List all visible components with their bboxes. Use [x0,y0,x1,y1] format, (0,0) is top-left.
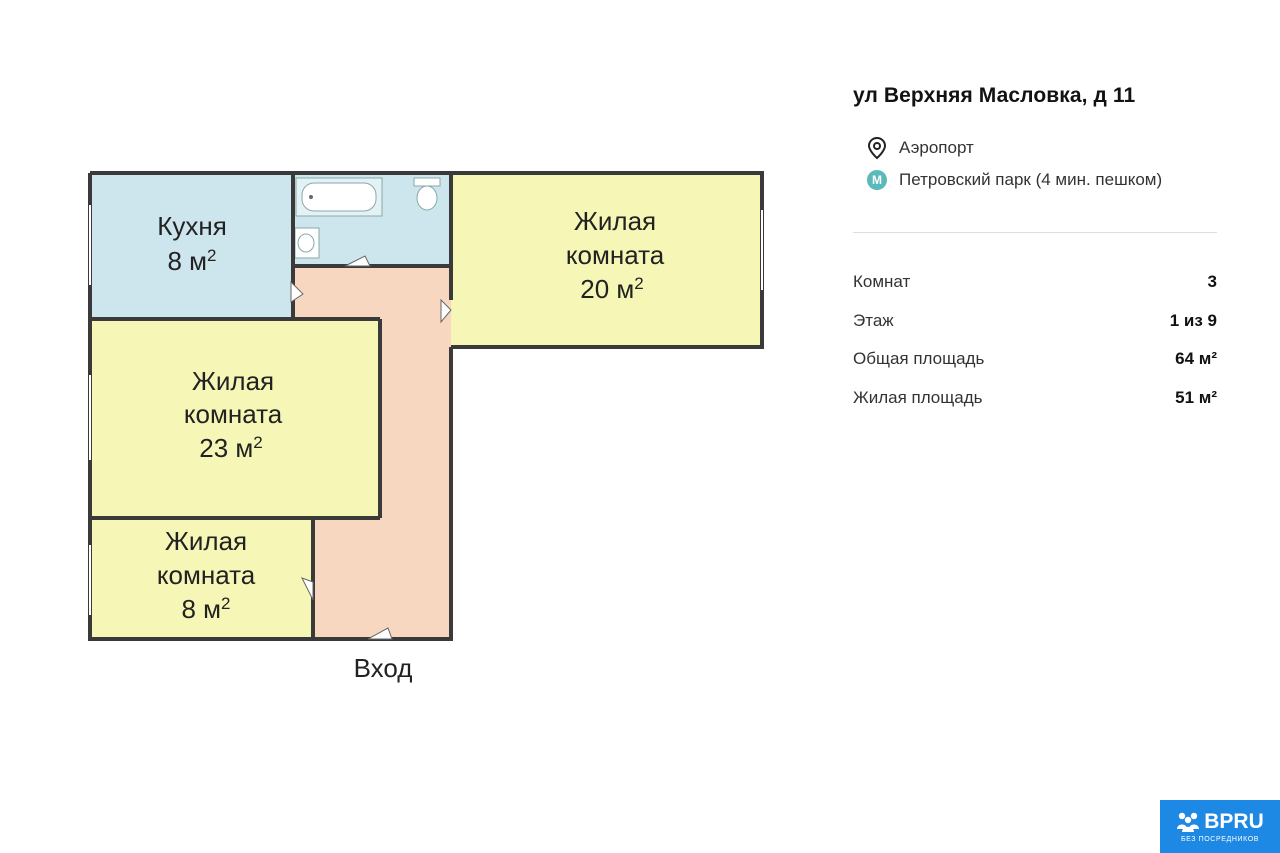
living-23-label-line2: комната [184,399,283,429]
living-20-label-line2: комната [566,240,665,270]
bathtub-icon [295,177,383,217]
living-room-8 [92,518,313,639]
district-name: Аэропорт [899,138,974,157]
living-8-area: 8 м2 [181,594,230,624]
kitchen-room [92,175,293,319]
sink-icon [294,227,320,259]
param-row-total-area: Общая площадь 64 м² [853,349,1217,369]
toilet-icon [413,177,441,211]
location-pin-icon [865,136,889,160]
doors [290,255,452,640]
param-row-floor: Этаж 1 из 9 [853,310,1217,330]
living-20-area: 20 м2 [580,274,644,304]
district-row: Аэропорт [853,132,1217,164]
living-room-23 [92,319,380,518]
divider [853,232,1217,233]
listing-address: ул Верхняя Масловка, д 11 [853,84,1136,107]
living-20-label-line1: Жилая [574,206,656,236]
params-list: Комнат 3 Этаж 1 из 9 Общая площадь 64 м²… [853,263,1217,417]
param-row-living-area: Жилая площадь 51 м² [853,387,1217,407]
param-row-rooms: Комнат 3 [853,272,1217,292]
metro-station: Петровский парк (4 мин. пешком) [899,170,1163,189]
kitchen-area: 8 м2 [167,246,216,276]
listing-info: ул Верхняя Масловка, д 11 Аэропорт М Пет… [853,84,1217,417]
bpru-watermark-badge: BPRU БЕЗ ПОСРЕДНИКОВ [1160,800,1280,853]
living-23-area: 23 м2 [199,433,263,463]
people-icon [1176,811,1200,833]
living-room-20 [451,175,762,347]
metro-icon: М [865,168,889,192]
living-23-label-line1: Жилая [192,366,274,396]
brand-tagline: БЕЗ ПОСРЕДНИКОВ [1180,836,1260,843]
metro-row: М Петровский парк (4 мин. пешком) [853,164,1217,196]
entrance-label: Вход [354,653,413,683]
living-8-label-line2: комната [157,560,256,590]
living-8-label-line1: Жилая [165,526,247,556]
floor-plan: Кухня 8 м2 Жилая комната 20 м2 Жилая ком… [88,171,764,683]
kitchen-label: Кухня [157,211,227,241]
brand-name: BPRU [1204,810,1264,833]
windows [89,205,763,615]
